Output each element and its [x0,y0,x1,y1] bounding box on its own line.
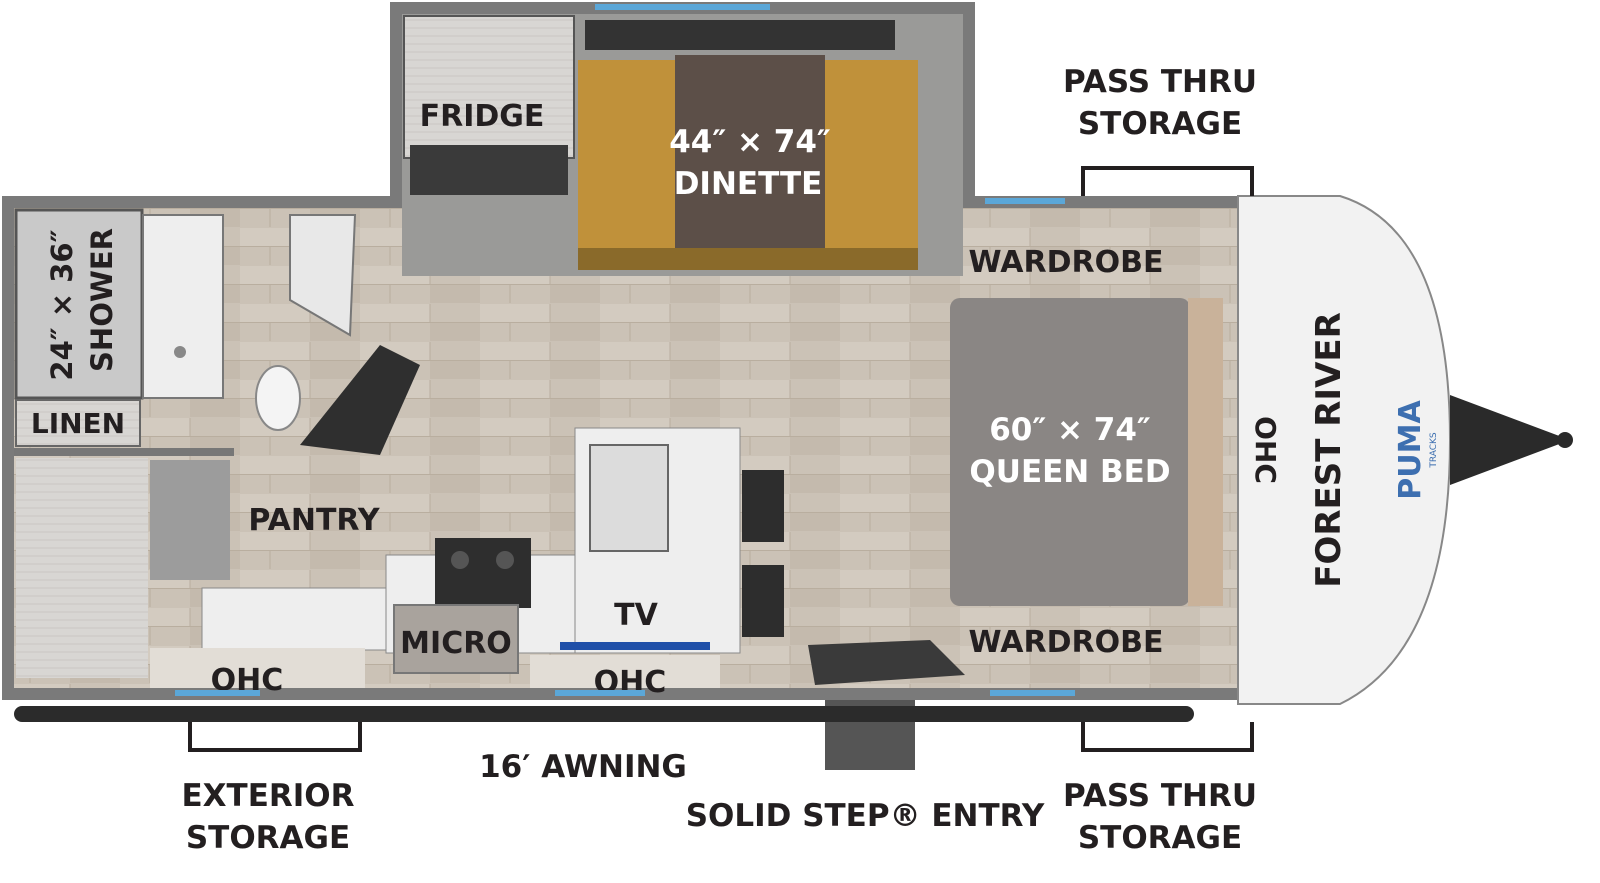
shower [14,208,224,400]
storage-brackets [188,166,1254,752]
linen-label: LINEN [31,407,125,440]
bar-stool-1 [742,470,784,542]
wardrobe-bottom-label: WARDROBE [969,625,1164,660]
microwave [393,604,519,674]
micro-label: MICRO [400,626,512,661]
exterior-storage-label-1: EXTERIOR [181,778,354,814]
ohc-left-cabinet [150,648,365,688]
exterior-storage-label-2: STORAGE [186,820,350,856]
bathroom-sink [289,214,357,337]
queen-bed [950,298,1223,606]
linen-cabinet [15,399,141,447]
entry-door [808,640,965,770]
shower-size-label: 24″ × 36″ [45,229,79,380]
pass-thru-bottom-label-2: STORAGE [1078,820,1242,856]
fridge [403,15,575,195]
bar-stool-2 [742,565,784,637]
pass-thru-top-label-2: STORAGE [1078,106,1242,142]
kitchen-sink [589,444,669,552]
toilet [255,365,301,431]
bed-label: QUEEN BED [969,454,1170,490]
stove [435,538,531,608]
tv [560,642,710,650]
fridge-label: FRIDGE [420,99,545,134]
awning [14,706,1194,722]
dinette-label: DINETTE [674,166,823,202]
window-accents [175,4,1075,696]
ohc-center-cabinet [530,655,720,688]
tv-label: TV [614,598,658,633]
wardrobe-top-label: WARDROBE [969,245,1164,280]
puma-logo: PUMA [1393,400,1428,500]
bathroom-door [300,345,420,455]
dinette [578,20,918,270]
pass-thru-bottom-label-1: PASS THRU [1063,778,1257,814]
dinette-size-label: 44″ × 74″ [669,124,831,160]
pantry-label: PANTRY [248,503,380,538]
awning-label: 16′ AWNING [479,749,687,785]
front-cap [1237,195,1573,705]
bath-wall [14,448,234,456]
entry-label: SOLID STEP® ENTRY [686,798,1045,834]
ohc-front-label: OHC [1249,416,1282,484]
forest-river-logo: FOREST RIVER [1309,312,1349,588]
shower-label: SHOWER [85,228,119,372]
bed-size-label: 60″ × 74″ [989,412,1151,448]
puma-sub-logo: TRACKS [1429,432,1439,469]
pantry [150,460,230,580]
pass-thru-top-label-1: PASS THRU [1063,64,1257,100]
left-wall-cabinet [16,458,148,678]
